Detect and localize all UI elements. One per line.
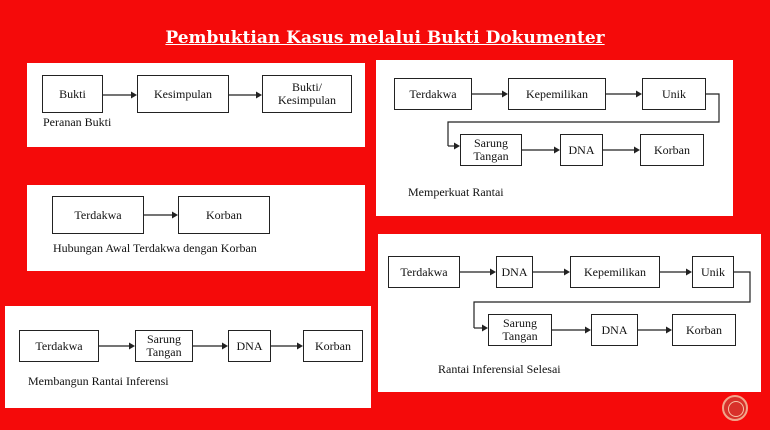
panel5-arrows (460, 268, 751, 334)
box-kepemilikan: Kepemilikan (570, 256, 660, 288)
panel4-caption: Memperkuat Rantai (408, 185, 504, 199)
panel-membangun-rantai: Terdakwa Sarung Tangan DNA Korban Memban… (5, 306, 371, 408)
box-kepemilikan: Kepemilikan (508, 78, 606, 110)
panel1-caption: Peranan Bukti (43, 115, 112, 129)
box-terdakwa: Terdakwa (19, 330, 99, 362)
circle-nav-icon[interactable] (722, 395, 748, 421)
box-sarung-tangan: Sarung Tangan (135, 330, 193, 362)
box-unik: Unik (642, 78, 706, 110)
box-kesimpulan: Kesimpulan (137, 75, 229, 113)
panel2-caption: Hubungan Awal Terdakwa dengan Korban (53, 241, 257, 255)
box-korban: Korban (640, 134, 704, 166)
box-bukti-kesimpulan: Bukti/ Kesimpulan (262, 75, 352, 113)
box-dna: DNA (228, 330, 271, 362)
panel-hubungan-awal: Terdakwa Korban Hubungan Awal Terdakwa d… (27, 185, 365, 271)
panel5-caption: Rantai Inferensial Selesai (438, 362, 561, 376)
box-unik: Unik (692, 256, 734, 288)
box-sarung-tangan: Sarung Tangan (488, 314, 552, 346)
box-dna: DNA (591, 314, 638, 346)
panel-peranan-bukti: Bukti Kesimpulan Bukti/ Kesimpulan Peran… (27, 63, 365, 147)
box-korban: Korban (672, 314, 736, 346)
box-terdakwa: Terdakwa (52, 196, 144, 234)
box-dna: DNA (496, 256, 533, 288)
box-bukti: Bukti (42, 75, 103, 113)
panel-rantai-selesai: Terdakwa DNA Kepemilikan Unik Sarung Tan… (378, 234, 761, 392)
box-terdakwa: Terdakwa (394, 78, 472, 110)
box-terdakwa: Terdakwa (388, 256, 460, 288)
panel4-arrows (447, 90, 720, 154)
slide-title: Pembuktian Kasus melalui Bukti Dokumente… (165, 28, 605, 48)
panel1-arrows (103, 91, 262, 99)
box-sarung-tangan: Sarung Tangan (460, 134, 522, 166)
box-korban: Korban (178, 196, 270, 234)
panel3-arrows (99, 342, 303, 350)
panel2-arrows (144, 211, 178, 219)
panel-memperkuat-rantai: Terdakwa Kepemilikan Unik Sarung Tangan … (376, 60, 733, 216)
box-dna: DNA (560, 134, 603, 166)
box-korban: Korban (303, 330, 363, 362)
panel3-caption: Membangun Rantai Inferensi (28, 374, 169, 388)
